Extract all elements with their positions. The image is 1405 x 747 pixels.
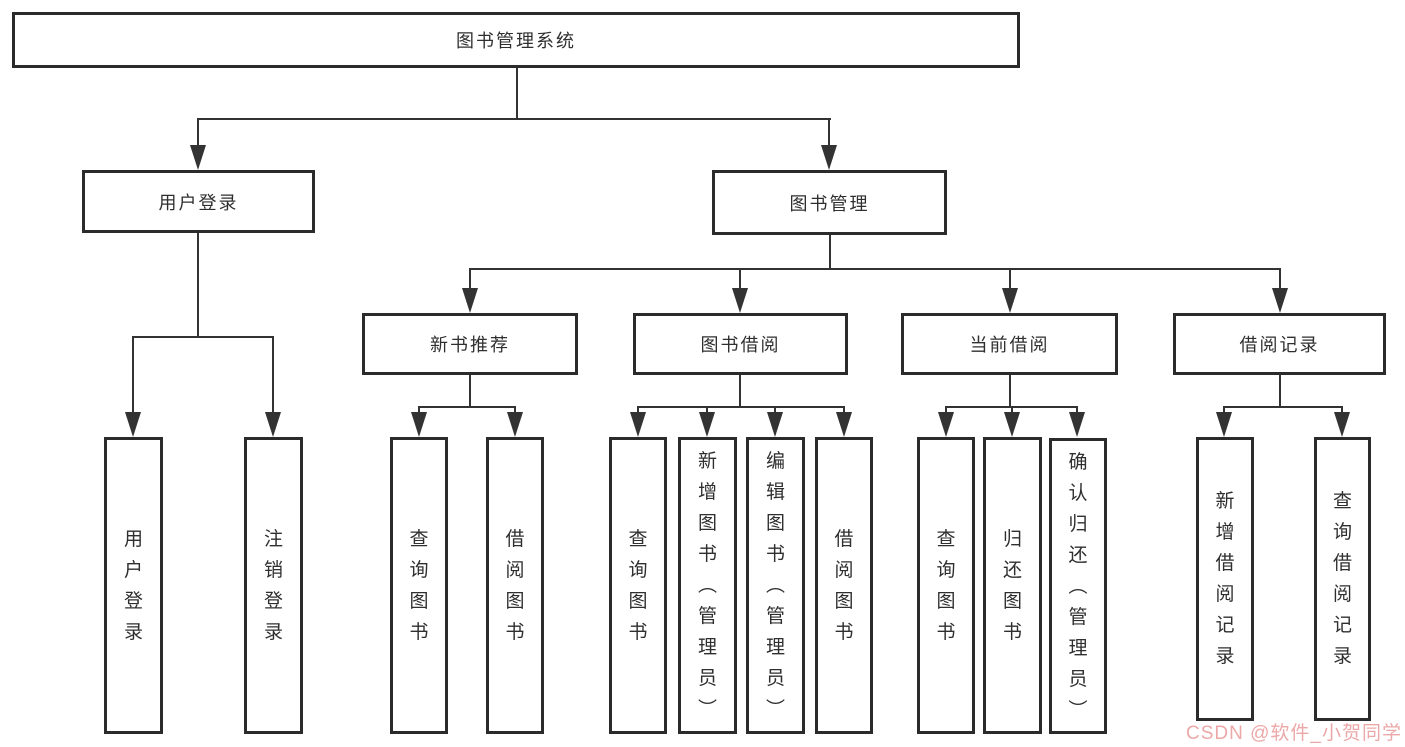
leaf-label: 借阅图书 <box>505 528 525 643</box>
connector-borrow-records-bus <box>1223 406 1343 408</box>
arrow-leaf <box>836 407 852 437</box>
arrow-leaf <box>507 407 523 437</box>
leaf-label: 借阅图书 <box>834 528 854 643</box>
arrow-leaf <box>767 407 783 437</box>
node-user-login-label: 用户登录 <box>158 192 239 213</box>
leaf-query-borrow-record: 查询借阅记录 <box>1314 437 1371 721</box>
connector-book-borrow-drop <box>739 375 741 407</box>
connector-borrow-records-drop <box>1279 375 1281 407</box>
connector-root-drop <box>516 68 518 118</box>
leaf-confirm-return-admin: 确认归还︵管理员︶ <box>1049 438 1107 734</box>
arrow-to-current-borrow <box>1002 269 1018 313</box>
leaf-label: 查询图书 <box>409 528 429 643</box>
leaf-logout: 注销登录 <box>244 437 303 734</box>
leaf-query-books-1: 查询图书 <box>390 437 448 734</box>
arrow-to-borrow-records <box>1272 269 1288 313</box>
arrow-to-book-borrow <box>732 269 748 313</box>
connector-book-mgmt-drop <box>829 235 831 269</box>
leaf-edit-books-admin: 编辑图书︵管理员︶ <box>746 437 805 734</box>
arrow-leaf <box>1004 407 1020 437</box>
leaf-add-borrow-record: 新增借阅记录 <box>1196 437 1254 721</box>
node-book-borrow: 图书借阅 <box>633 313 848 375</box>
connector-new-books-drop <box>469 375 471 407</box>
connector-current-borrow-drop <box>1009 375 1011 407</box>
arrow-leaf <box>630 407 646 437</box>
leaf-borrow-books-1: 借阅图书 <box>486 437 544 734</box>
arrow-to-new-books <box>462 269 478 313</box>
leaf-query-books-3: 查询图书 <box>917 437 975 734</box>
leaf-label: 归还图书 <box>1002 528 1022 643</box>
leaf-query-books-2: 查询图书 <box>609 437 667 734</box>
leaf-borrow-books-2: 借阅图书 <box>815 437 873 734</box>
node-book-mgmt: 图书管理 <box>712 170 947 235</box>
node-book-borrow-label: 图书借阅 <box>700 335 781 355</box>
node-new-books: 新书推荐 <box>362 313 578 375</box>
connector-level2-bus <box>469 268 1281 270</box>
node-borrow-records-label: 借阅记录 <box>1239 335 1320 355</box>
leaf-label: 查询图书 <box>936 528 956 643</box>
node-root-label: 图书管理系统 <box>456 31 576 51</box>
connector-book-borrow-bus <box>637 406 845 408</box>
arrow-leaf <box>1216 407 1232 437</box>
connector-user-login-bus <box>132 336 274 338</box>
node-book-mgmt-label: 图书管理 <box>789 193 870 214</box>
arrow-to-user-login <box>190 119 206 170</box>
arrow-leaf <box>1334 407 1350 437</box>
node-root: 图书管理系统 <box>12 12 1020 68</box>
arrow-to-book-mgmt <box>821 119 837 170</box>
arrow-leaf <box>938 407 954 437</box>
node-current-borrow: 当前借阅 <box>901 313 1118 375</box>
node-borrow-records: 借阅记录 <box>1173 313 1386 375</box>
leaf-label: 查询图书 <box>628 528 648 643</box>
node-user-login: 用户登录 <box>82 170 315 233</box>
csdn-watermark: CSDN @软件_小贺同学 <box>1186 723 1402 744</box>
leaf-user-login: 用户登录 <box>104 437 163 734</box>
leaf-label: 新增借阅记录 <box>1215 491 1235 667</box>
leaf-label: 注销登录 <box>263 528 283 643</box>
node-new-books-label: 新书推荐 <box>430 335 510 355</box>
leaf-label: 查询借阅记录 <box>1332 491 1352 667</box>
leaf-label: 用户登录 <box>123 528 143 643</box>
arrow-to-leaf-logout <box>265 337 281 437</box>
node-current-borrow-label: 当前借阅 <box>969 335 1050 355</box>
arrow-leaf <box>699 407 715 437</box>
arrow-to-leaf-login <box>125 337 141 437</box>
connector-new-books-bus <box>418 406 516 408</box>
leaf-add-books-admin: 新增图书︵管理员︶ <box>678 437 737 734</box>
arrow-leaf <box>1069 407 1085 437</box>
arrow-leaf <box>411 407 427 437</box>
leaf-label: 确认归还︵管理员︶ <box>1068 451 1088 721</box>
leaf-return-books: 归还图书 <box>983 437 1042 734</box>
connector-level1-bus <box>197 118 831 120</box>
leaf-label: 编辑图书︵管理员︶ <box>765 451 785 720</box>
connector-user-login-drop <box>197 233 199 336</box>
leaf-label: 新增图书︵管理员︶ <box>697 451 717 720</box>
